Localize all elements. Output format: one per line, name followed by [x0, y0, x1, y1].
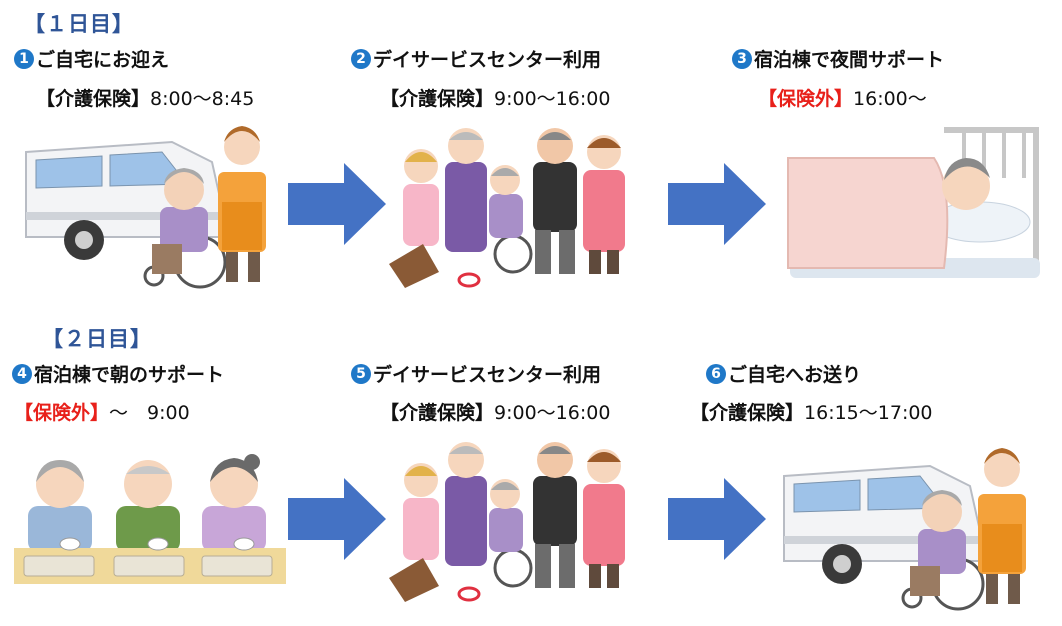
step1-tag: 【介護保険】 — [36, 88, 151, 110]
step1-title-text: ご自宅にお迎え — [36, 49, 170, 71]
arrow-right-icon — [668, 163, 766, 245]
step5-tag: 【介護保険】 — [380, 402, 495, 424]
step2-detail: 【介護保険】9:00〜16:00 — [380, 84, 610, 111]
step5-title-text: デイサービスセンター利用 — [373, 364, 602, 386]
step2-title: 2 デイサービスセンター利用 — [351, 45, 601, 72]
step4-title-text: 宿泊棟で朝のサポート — [34, 364, 225, 386]
step5-detail: 【介護保険】9:00〜16:00 — [380, 398, 610, 425]
step3-title: 3 宿泊棟で夜間サポート — [732, 45, 944, 72]
step3-illustration — [784, 118, 1044, 290]
step4-detail: 【保険外】〜 9:00 — [14, 398, 190, 425]
step1-detail: 【介護保険】8:00〜8:45 — [36, 84, 254, 111]
step2-number: 2 — [351, 48, 371, 69]
day1-label: 【１日目】 — [24, 12, 134, 36]
step4-title: 4 宿泊棟で朝のサポート — [12, 360, 224, 387]
arrow-right-icon — [668, 478, 766, 560]
step6-number: 6 — [706, 363, 726, 384]
step2-time: 9:00〜16:00 — [494, 88, 611, 110]
step4-time: 〜 9:00 — [109, 402, 190, 424]
arrow-right-icon — [288, 478, 386, 560]
step4-tag: 【保険外】 — [14, 402, 110, 424]
step5-title: 5 デイサービスセンター利用 — [351, 360, 601, 387]
step1-title: 1 ご自宅にお迎え — [14, 45, 169, 72]
step2-title-text: デイサービスセンター利用 — [373, 49, 602, 71]
step5-time: 9:00〜16:00 — [494, 402, 611, 424]
step1-time: 8:00〜8:45 — [150, 88, 255, 110]
step5-number: 5 — [351, 363, 371, 384]
step3-number: 3 — [732, 48, 752, 69]
step2-tag: 【介護保険】 — [380, 88, 495, 110]
step4-number: 4 — [12, 363, 32, 384]
step6-tag: 【介護保険】 — [690, 402, 805, 424]
step6-title-text: ご自宅へお送り — [728, 364, 862, 386]
step6-time: 16:15〜17:00 — [804, 402, 933, 424]
step3-tag: 【保険外】 — [758, 88, 854, 110]
step1-number: 1 — [14, 48, 34, 69]
step6-title: 6 ご自宅へお送り — [706, 360, 861, 387]
step3-detail: 【保険外】16:00〜 — [758, 84, 927, 111]
step1-illustration — [22, 112, 288, 290]
step3-title-text: 宿泊棟で夜間サポート — [754, 49, 945, 71]
step6-detail: 【介護保険】16:15〜17:00 — [690, 398, 933, 425]
arrow-right-icon — [288, 163, 386, 245]
step6-illustration — [780, 436, 1050, 612]
day2-label: 【２日目】 — [42, 327, 152, 351]
step3-time: 16:00〜 — [853, 88, 927, 110]
step5-illustration — [383, 436, 643, 606]
step2-illustration — [383, 122, 643, 292]
step4-illustration — [14, 448, 286, 588]
